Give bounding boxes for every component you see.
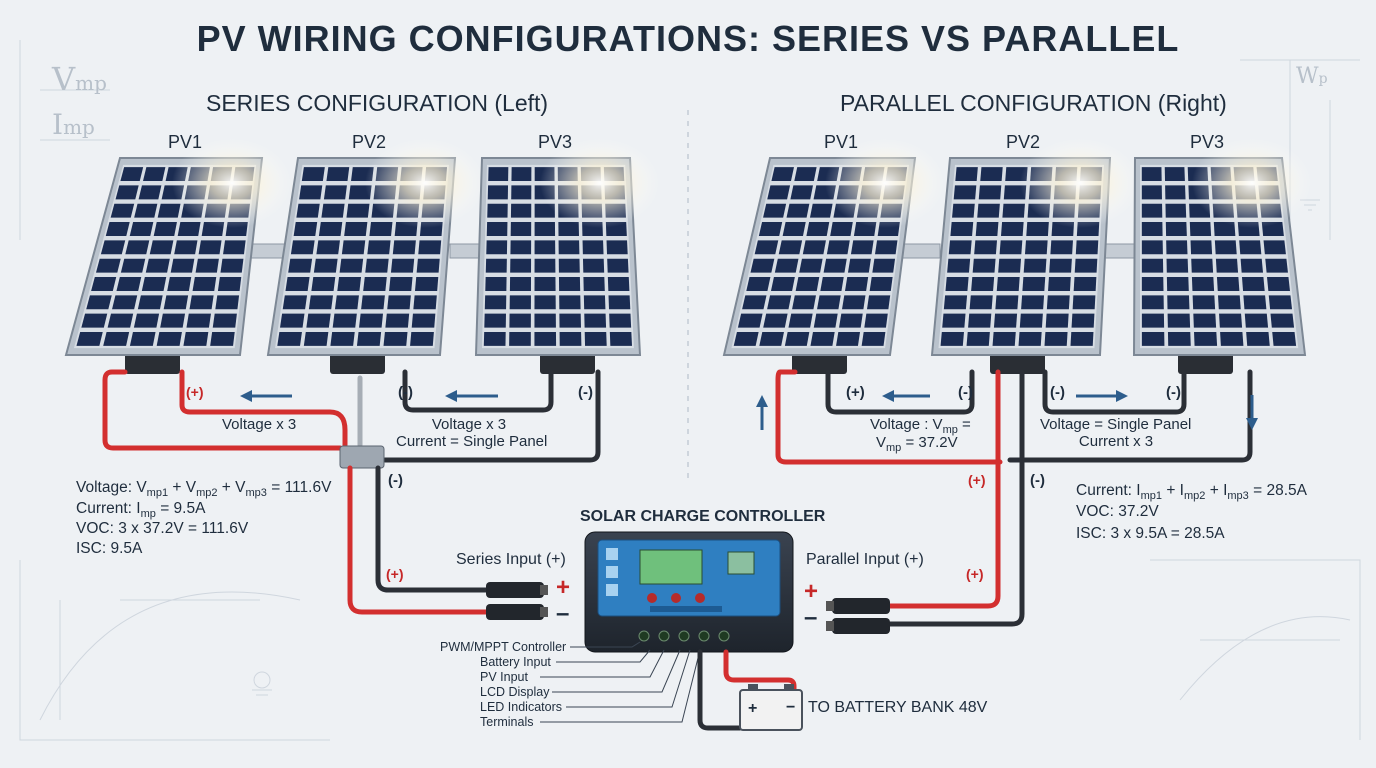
parallel-neg-mark-pv2b: (-) — [1050, 384, 1065, 401]
series-note-b2: Current = Single Panel — [396, 433, 548, 450]
parallel-mc4-connectors — [826, 598, 890, 634]
solar-panels — [64, 138, 1312, 374]
parallel-minus-sign: – — [804, 604, 818, 631]
battery-icon: + − — [739, 684, 803, 731]
parallel-neg-mark-bus: (-) — [1030, 472, 1045, 489]
parallel-input-label: Parallel Input (+) — [806, 551, 924, 568]
series-pv3-panel — [474, 138, 660, 374]
series-minus-sign: – — [556, 600, 570, 627]
decor-vmp: Vmp — [52, 60, 107, 98]
decor-imp: Imp — [52, 108, 95, 141]
parallel-isc: ISC: 3 x 9.5A = 28.5A — [1076, 525, 1225, 542]
series-pos-mark: (+) — [186, 384, 204, 400]
legend-lcd-display: LCD Display — [480, 685, 550, 699]
series-note-a: Voltage x 3 — [222, 416, 297, 433]
battery-label: TO BATTERY BANK 48V — [808, 699, 988, 716]
series-red-drop — [347, 465, 523, 615]
parallel-note-a2: Vmp = 37.2V — [876, 434, 958, 454]
series-negative-wire — [382, 369, 601, 463]
parallel-neg-mark-pv2: (-) — [958, 384, 973, 401]
svg-text:+: + — [748, 700, 757, 717]
parallel-pv3-panel — [1132, 138, 1312, 374]
parallel-pos-mark-input: (+) — [966, 566, 984, 582]
series-pv1-label: PV1 — [168, 132, 203, 152]
legend-led-indicators: LED Indicators — [480, 700, 562, 714]
page-title: PV WIRING CONFIGURATIONS: SERIES VS PARA… — [196, 18, 1180, 59]
series-wiring — [102, 369, 601, 615]
legend-pv-input: PV Input — [480, 670, 528, 684]
series-voc: VOC: 3 x 37.2V = 111.6V — [76, 520, 249, 537]
series-pos-mark-input: (+) — [386, 566, 404, 582]
legend-controller: PWM/MPPT Controller — [440, 640, 567, 654]
battery-wiring — [697, 649, 797, 731]
parallel-heading: PARALLEL CONFIGURATION (Right) — [840, 90, 1227, 116]
series-input-label: Series Input (+) — [456, 551, 566, 568]
series-pv3-label: PV3 — [538, 132, 573, 152]
series-heading: SERIES CONFIGURATION (Left) — [206, 90, 549, 116]
parallel-pos-mark-bus: (+) — [968, 472, 986, 488]
decor-wp: Wp — [1296, 64, 1328, 89]
series-arrows — [240, 390, 498, 402]
series-black-drop — [375, 465, 523, 593]
series-note-b1: Voltage x 3 — [431, 416, 507, 433]
series-plus-sign: + — [556, 574, 571, 601]
series-positive-wire — [179, 369, 348, 448]
parallel-note-b1: Voltage = Single Panel — [1040, 416, 1192, 433]
parallel-pv2-label: PV2 — [1006, 132, 1041, 152]
parallel-note-b2: Current x 3 — [1078, 433, 1154, 450]
series-pv1-panel — [64, 138, 292, 374]
series-mc4-connectors — [486, 582, 548, 620]
parallel-current-formula: Current: Imp1 + Imp2 + Imp3 = 28.5A — [1076, 482, 1307, 503]
series-link-wire — [402, 369, 554, 413]
legend-battery-input: Battery Input — [480, 655, 551, 669]
parallel-pv1-panel — [722, 138, 945, 374]
controller-lcd — [639, 549, 703, 585]
parallel-note-a1: Voltage : Vmp = — [870, 416, 971, 436]
parallel-arrows — [756, 390, 1258, 430]
series-positive-down — [102, 369, 343, 451]
series-junction-box — [339, 445, 385, 469]
series-current-formula: Current: Imp = 9.5A — [76, 500, 206, 521]
background-sketch — [19, 40, 1361, 741]
legend-leaders — [540, 641, 701, 723]
series-neg-mark-pv2: (-) — [398, 384, 413, 401]
parallel-voc: VOC: 37.2V — [1076, 503, 1159, 520]
series-pv2-label: PV2 — [352, 132, 387, 152]
legend-terminals: Terminals — [480, 715, 534, 729]
controller-terminals — [638, 630, 730, 642]
series-neg-mark-junction: (-) — [388, 472, 403, 489]
parallel-pv2-panel — [930, 138, 1140, 374]
series-voltage-formula: Voltage: Vmp1 + Vmp2 + Vmp3 = 111.6V — [76, 479, 332, 500]
charge-controller — [584, 531, 794, 653]
parallel-pos-mark-pv1: (+) — [846, 384, 865, 401]
parallel-positive-bus — [775, 369, 1003, 465]
series-pv2-panel — [266, 138, 485, 374]
series-neg-mark-pv3: (-) — [578, 384, 593, 401]
parallel-wiring — [775, 369, 1253, 627]
controller-title: SOLAR CHARGE CONTROLLER — [580, 508, 826, 525]
parallel-plus-sign: + — [804, 578, 819, 605]
parallel-neg-mark-pv3: (-) — [1166, 384, 1181, 401]
series-isc: ISC: 9.5A — [76, 540, 143, 557]
parallel-negative-bus — [1007, 369, 1253, 463]
svg-text:−: − — [786, 699, 795, 716]
parallel-pv1-label: PV1 — [824, 132, 859, 152]
parallel-pv3-label: PV3 — [1190, 132, 1225, 152]
